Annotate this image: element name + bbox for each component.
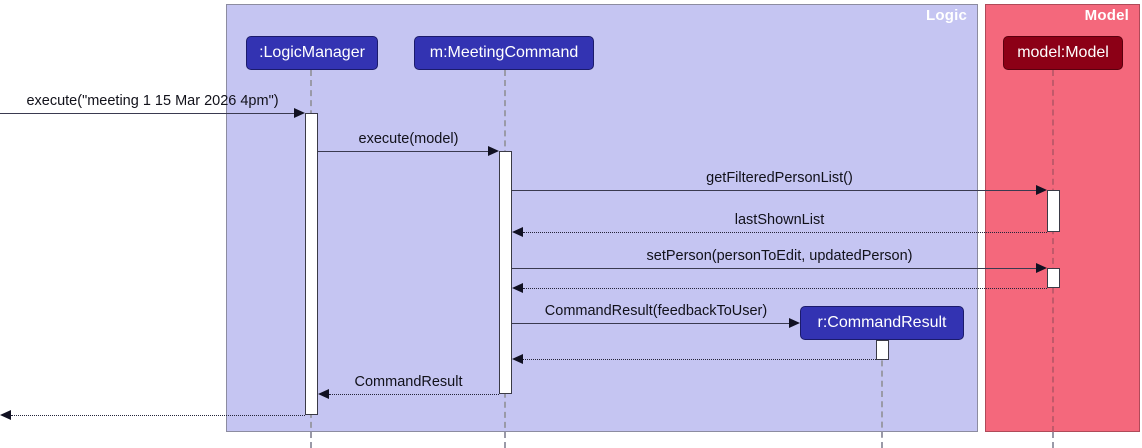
- message-label-m2: execute(model): [358, 131, 459, 147]
- participant-meeting-command-label: m:MeetingCommand: [429, 44, 579, 61]
- message-line-m4: [523, 232, 1047, 233]
- message-arrowhead-m2: [488, 146, 499, 156]
- message-arrowhead-m8: [512, 354, 523, 364]
- lifeline-model: [1052, 70, 1054, 432]
- participant-command-result-label: r:CommandResult: [817, 314, 947, 331]
- participant-meeting-command[interactable]: m:MeetingCommand: [414, 36, 594, 70]
- activation-command-result: [876, 340, 889, 360]
- message-label-m4: lastShownList: [734, 212, 825, 228]
- lifeline-model-tail: [1052, 432, 1054, 448]
- activation-meeting-command: [499, 151, 512, 394]
- lifeline-command-result: [881, 340, 883, 448]
- message-line-m7: [512, 323, 789, 324]
- message-arrowhead-m6: [512, 283, 523, 293]
- message-line-m3: [512, 190, 1036, 191]
- participant-command-result[interactable]: r:CommandResult: [800, 306, 964, 340]
- message-arrowhead-m10: [0, 410, 11, 420]
- participant-logic-manager-label: :LogicManager: [259, 44, 365, 61]
- participant-model-label: model:Model: [1017, 44, 1109, 61]
- message-arrowhead-m4: [512, 227, 523, 237]
- message-arrowhead-m3: [1036, 185, 1047, 195]
- message-line-m8: [523, 359, 876, 360]
- participant-logic-manager[interactable]: :LogicManager: [246, 36, 378, 70]
- message-label-m3: getFilteredPersonList(): [706, 170, 853, 186]
- message-arrowhead-m5: [1036, 263, 1047, 273]
- message-line-m5: [512, 268, 1036, 269]
- message-arrowhead-m9: [318, 389, 329, 399]
- partition-model: Model: [985, 4, 1140, 432]
- activation-model-2: [1047, 268, 1060, 288]
- message-line-m1: [0, 113, 294, 114]
- message-line-m10: [11, 415, 305, 416]
- message-label-m7: CommandResult(feedbackToUser): [544, 303, 768, 319]
- message-arrowhead-m1: [294, 108, 305, 118]
- message-arrowhead-m7: [789, 318, 800, 328]
- partition-logic: Logic: [226, 4, 978, 432]
- activation-model-1: [1047, 190, 1060, 232]
- message-line-m6: [523, 288, 1047, 289]
- message-line-m9: [329, 394, 499, 395]
- message-line-m2: [318, 151, 488, 152]
- message-label-m9: CommandResult: [354, 374, 463, 390]
- participant-model[interactable]: model:Model: [1003, 36, 1123, 70]
- message-label-m1: execute("meeting 1 15 Mar 2026 4pm"): [26, 93, 279, 109]
- partition-model-title: Model: [1084, 7, 1129, 24]
- activation-logic-manager: [305, 113, 318, 415]
- partition-logic-title: Logic: [926, 7, 967, 24]
- message-label-m5: setPerson(personToEdit, updatedPerson): [646, 248, 913, 264]
